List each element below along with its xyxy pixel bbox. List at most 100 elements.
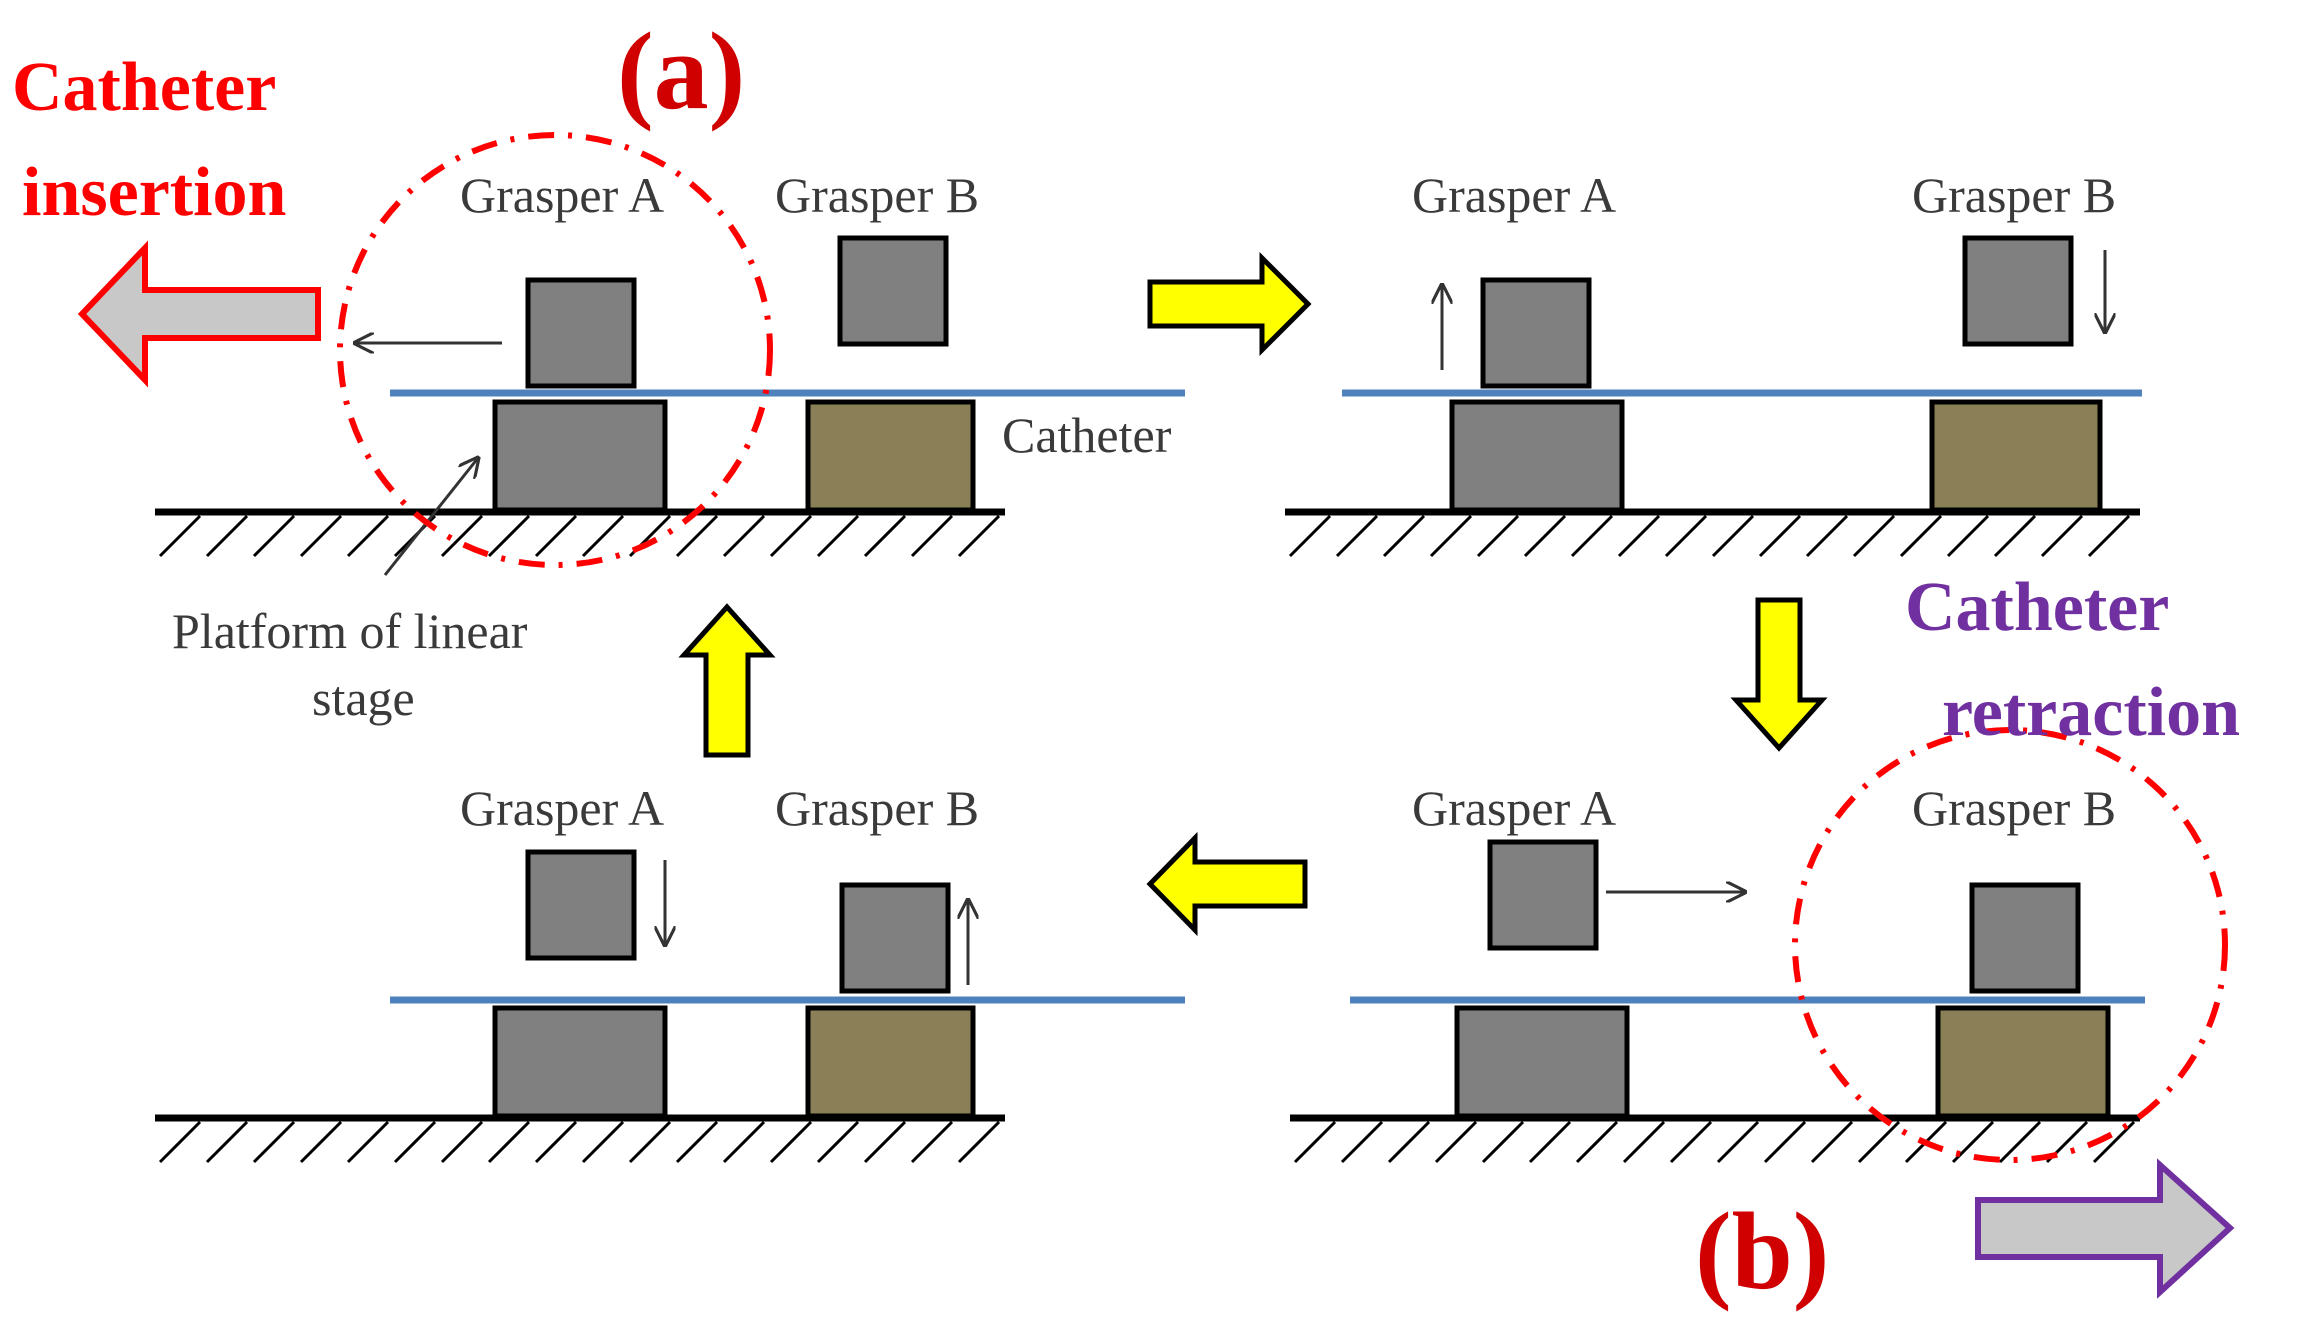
hatch-mark [1476,514,1520,558]
grasper-b-block [839,882,951,994]
hatch-mark [957,514,1001,558]
hatch-mark [1288,514,1332,558]
hatch-mark [1293,1120,1337,1164]
hatch-mark [487,1120,531,1164]
ground-hatching [1293,1120,2136,1164]
platform-b [805,1005,976,1119]
retraction-arrow [1975,1158,2235,1299]
hatch-mark [299,1120,343,1164]
grasper-a-block [1480,277,1592,389]
hatch-mark [1575,1120,1619,1164]
hatch-mark [1622,1120,1666,1164]
step-arrow-up [678,603,776,758]
hatch-mark [675,514,719,558]
step-arrow-down [1730,597,1828,752]
hatch-mark [1382,514,1426,558]
hatch-mark [1387,1120,1431,1164]
hatch-mark [1340,1120,1384,1164]
insertion-label-line2: insertion [22,154,286,231]
hatch-mark [346,1120,390,1164]
hatch-mark [722,514,766,558]
hatch-mark [299,514,343,558]
grasper-b-label: Grasper B [1912,780,2116,836]
ground-hatching [1288,514,2131,558]
ground-hatching [158,1120,1001,1164]
panel-bottom-left: Grasper A Grasper B [155,780,1185,1164]
hatch-mark [1481,1120,1525,1164]
grasper-b-block [1962,235,2074,347]
hatch-mark [205,514,249,558]
platform-pointer [383,458,478,576]
hatch-mark [581,514,625,558]
hatch-mark [205,1120,249,1164]
retraction-label-line1: Catheter [1905,569,2169,646]
hatch-mark [252,1120,296,1164]
panel-top-left: Grasper A Grasper B Catheter Platform of… [12,10,1185,726]
step-arrow-right [1147,251,1312,357]
tag-b: (b) [1695,1190,1829,1312]
hatch-mark [722,1120,766,1164]
highlight-circle-a [337,132,773,568]
hatch-mark [1711,514,1755,558]
hatch-mark [346,514,390,558]
insertion-label-line1: Catheter [12,49,276,126]
grasper-b-label: Grasper B [775,167,979,223]
panel-top-right: Grasper A Grasper B [1285,167,2142,558]
hatch-mark [1669,1120,1713,1164]
grasper-a-block [525,849,637,961]
hatch-mark [1528,1120,1572,1164]
hatch-mark [1429,514,1473,558]
hatch-mark [158,1120,202,1164]
hatch-mark [487,514,531,558]
hatch-mark [1664,514,1708,558]
grasper-a-label: Grasper A [1412,780,1616,836]
platform-a [1449,399,1625,513]
hatch-mark [581,1120,625,1164]
grasper-b-block [837,235,949,347]
hatch-mark [440,514,484,558]
platform-b [1929,399,2103,513]
hatch-mark [440,1120,484,1164]
hatch-mark [910,1120,954,1164]
grasper-a-label: Grasper A [1412,167,1616,223]
ground-hatching [158,514,1001,558]
hatch-mark [816,514,860,558]
hatch-mark [675,1120,719,1164]
hatch-mark [1617,514,1661,558]
retraction-label-line2: retraction [1942,674,2240,751]
hatch-mark [2040,514,2084,558]
grasper-b-label: Grasper B [1912,167,2116,223]
platform-a [492,399,668,513]
hatch-mark [1810,1120,1854,1164]
hatch-mark [1946,514,1990,558]
hatch-mark [1523,514,1567,558]
grasper-b-block [1969,882,2081,994]
hatch-mark [769,514,813,558]
grasper-a-label: Grasper A [460,167,664,223]
hatch-mark [816,1120,860,1164]
hatch-mark [1857,1120,1901,1164]
hatch-mark [1763,1120,1807,1164]
step-arrow-left [1146,831,1308,937]
insertion-arrow [77,240,321,388]
hatch-mark [1335,514,1379,558]
grasper-a-block [525,277,637,389]
hatch-mark [628,1120,672,1164]
hatch-mark [957,1120,1001,1164]
grasper-a-block [1487,839,1599,951]
tag-a: (a) [617,10,745,132]
hatch-mark [769,1120,813,1164]
hatch-mark [1758,514,1802,558]
hatch-mark [158,514,202,558]
hatch-mark [534,514,578,558]
hatch-mark [910,514,954,558]
hatch-mark [1805,514,1849,558]
hatch-mark [1570,514,1614,558]
platform-a [1454,1005,1630,1119]
hatch-mark [1993,514,2037,558]
hatch-mark [863,1120,907,1164]
platform-label-line1: Platform of linear [172,603,528,659]
hatch-mark [2087,514,2131,558]
hatch-mark [534,1120,578,1164]
